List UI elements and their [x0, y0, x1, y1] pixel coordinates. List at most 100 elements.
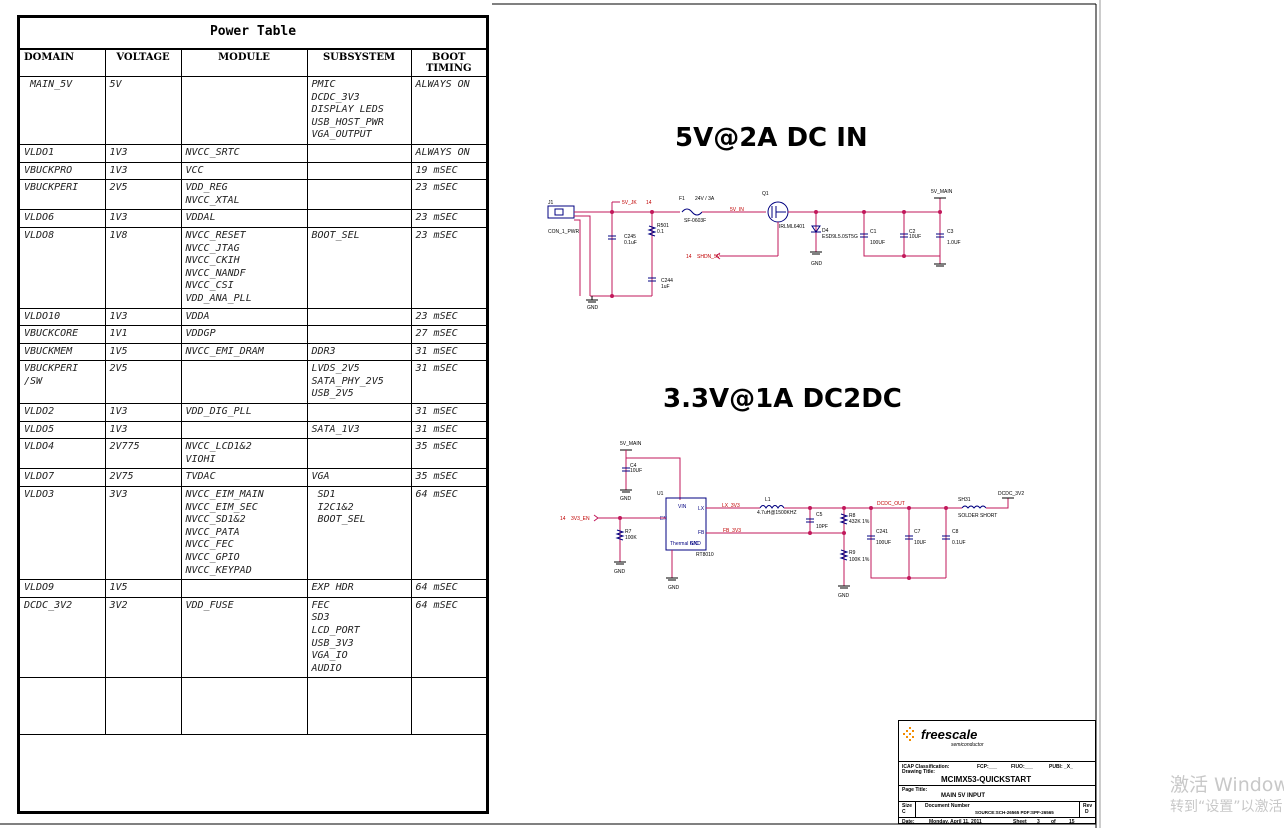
empty-cell [104, 677, 182, 736]
r9-value: 100K 1% [849, 557, 870, 563]
table-row-empty [20, 677, 486, 736]
l1-inductor [759, 505, 785, 509]
module-cell [180, 360, 308, 405]
subsystem-cell [306, 438, 412, 470]
icap-label: ICAP Classification: [902, 764, 950, 770]
l1-value: 4.7uH@1500KHZ [757, 510, 797, 516]
c4-label: C4 [630, 463, 637, 469]
size-value: C [902, 809, 906, 815]
c7-value: 10UF [914, 540, 926, 546]
wire-j1-gnd [574, 215, 591, 296]
wire-sh31-to-dcdc [986, 498, 1009, 509]
c1-label: C1 [870, 229, 877, 235]
u1-pin-fb: FB [698, 530, 705, 536]
empty-cell [410, 677, 486, 736]
gnd-label-c4: GND [620, 496, 632, 502]
u1-label: U1 [657, 491, 664, 497]
boot-timing-cell: 23 mSEC [410, 179, 486, 211]
c5-label: C5 [816, 512, 823, 518]
divider [1079, 802, 1080, 818]
section-title-5v-dc-in: 5V@2A DC IN [675, 123, 868, 153]
c3-label: C3 [947, 229, 954, 235]
junction [907, 576, 911, 580]
wire-j1-gnd2 [574, 219, 581, 296]
voltage-cell: 2V775 [104, 438, 182, 470]
net-shdn-label: SHDN_5V [697, 254, 721, 260]
junction [944, 506, 948, 510]
pin14c-label: 14 [560, 516, 566, 522]
docnum-value: SOURCE:SCH-26565 PDF:SPF-26565 [975, 810, 1054, 815]
date-value: Monday, April 11, 2011 [929, 819, 982, 825]
rev-label: Rev [1083, 803, 1093, 809]
voltage-cell: 3V3 [104, 486, 182, 581]
c1-value: 100UF [870, 240, 885, 246]
page-title-label: Page Title: [902, 787, 928, 793]
l1-label: L1 [765, 497, 771, 503]
c245-value: 0.1uF [624, 240, 637, 246]
voltage-cell: 2V5 [104, 360, 182, 405]
docnum-label: Document Number [925, 803, 970, 809]
c244-label: C244 [661, 278, 673, 284]
net-5v-jk-label: 5V_JK [622, 200, 637, 206]
d4-part: ESD9L5.0ST5G [822, 234, 858, 240]
r501-resistor [647, 225, 657, 237]
subsystem-cell: PMIC DCDC_3V3 DISPLAY LEDS USB_HOST_PWR … [306, 76, 412, 145]
u1-pin-gnd: Thermal GND [670, 541, 701, 547]
gnd-label-r7: GND [614, 569, 626, 575]
junction [869, 506, 873, 510]
empty-cell [306, 677, 412, 736]
u1-pin-nc: N/C [690, 541, 699, 547]
title-block-classification-row: ICAP Classification: FCP:___ FIUO:___ PU… [899, 761, 1095, 772]
sh31-value: SOLDER SHORT [958, 513, 997, 519]
title-block-logo-text: freescale [921, 727, 978, 742]
q1-mosfet-body [771, 206, 786, 218]
c4-value: 10UF [630, 468, 642, 474]
j1-jack-symbol [554, 208, 564, 216]
r8-resistor [839, 513, 849, 525]
junction [610, 294, 614, 298]
r7-resistor [615, 529, 625, 541]
c245-label: C245 [624, 234, 636, 240]
c7-label: C7 [914, 529, 921, 535]
freescale-logo-icon [903, 727, 914, 741]
net-dcdc-3v2-label: DCDC_3V2 [998, 491, 1024, 497]
net-3v3-en-label: 3V3_EN [571, 516, 590, 522]
boot-timing-cell: ALWAYS ON [410, 76, 486, 145]
drawing-title: MCIMX53-QUICKSTART [941, 775, 1032, 784]
module-cell: NVCC_EIM_MAIN NVCC_EIM_SEC NVCC_SD1&2 NV… [180, 486, 308, 581]
c2-value: 10UF [909, 234, 921, 240]
c5-value: 10PF [816, 524, 828, 530]
net-lx-label: LX_3V3 [722, 503, 740, 509]
d4-label: D4 [822, 228, 829, 234]
gnd-label-d4: GND [811, 261, 823, 267]
module-cell: NVCC_LCD1&2 VIOHI [180, 438, 308, 470]
domain-cell: VLDO8 [20, 226, 106, 309]
r7-value: 100K [625, 535, 637, 541]
junction [808, 531, 812, 535]
page-title: MAIN 5V INPUT [941, 793, 986, 799]
size-label: Size [902, 803, 913, 809]
u1-pin-en: EN [660, 516, 667, 522]
shdn-netflag [715, 252, 721, 260]
gnd-label-u1: GND [668, 585, 680, 591]
junction [907, 506, 911, 510]
net-dcdc-out-label: DCDC_OUT [877, 501, 905, 507]
junction [902, 210, 906, 214]
net-5v-main-label: 5V_MAIN [931, 189, 953, 195]
power-table-grid: DOMAIN VOLTAGE MODULE SUBSYSTEM BOOT TIM… [20, 48, 486, 736]
j1-label: J1 [548, 200, 554, 206]
domain-cell: VLDO4 [20, 438, 106, 470]
domain-cell: MAIN_5V [20, 76, 106, 145]
boot-timing-cell: 64 mSEC [410, 579, 486, 598]
title-block-document-row: Size C Document Number SOURCE:SCH-26565 … [899, 801, 1095, 818]
boot-timing-cell: 64 mSEC [410, 486, 486, 581]
c241-label: C241 [876, 529, 888, 535]
